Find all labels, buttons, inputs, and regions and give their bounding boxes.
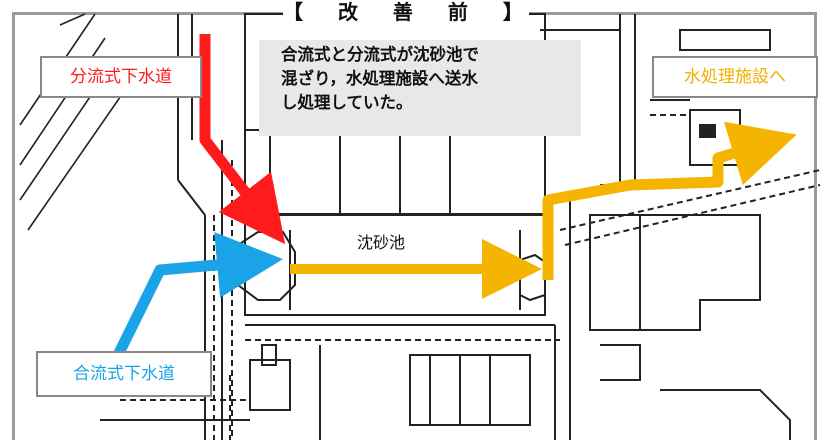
title-label: 【 改 善 前 】 <box>283 0 537 26</box>
grit-chamber-label: 沈砂池 <box>357 233 406 252</box>
to-treatment-flow-arrow <box>542 121 797 280</box>
to-treatment-label: 水処理施設へ <box>652 56 818 98</box>
hatch-lines <box>19 13 126 231</box>
note-line: 混ざり，水処理施設へ送水 <box>281 69 478 88</box>
note-line: し処理していた。 <box>281 93 413 112</box>
separate-sewer-label: 分流式下水道 <box>40 56 202 98</box>
combined-sewer-label: 合流式下水道 <box>36 351 212 397</box>
separate-sewer-flow-arrow <box>199 34 286 245</box>
combined-sewer-flow-arrow <box>113 232 283 358</box>
explanation-note: 合流式と分流式が沈砂池で 混ざり，水処理施設へ送水 し処理していた。 <box>259 40 581 136</box>
note-line: 合流式と分流式が沈砂池で <box>281 45 479 64</box>
